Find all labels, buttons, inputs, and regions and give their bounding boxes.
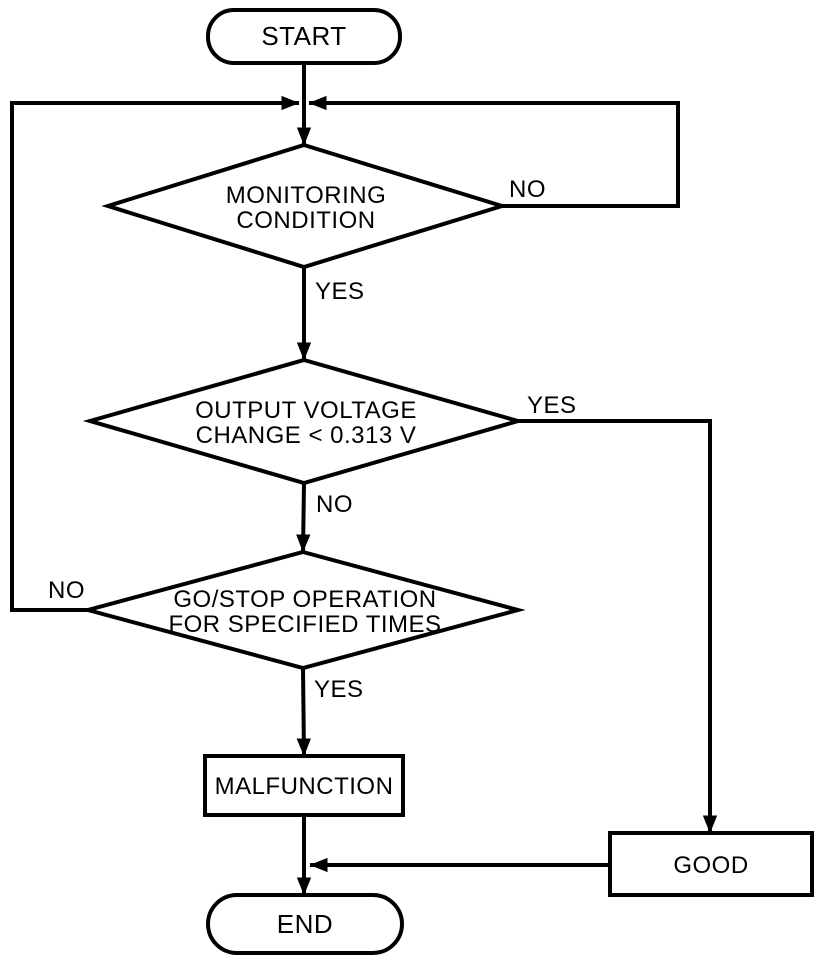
end-label: END — [277, 909, 333, 939]
go-stop-label-line1: GO/STOP OPERATION — [173, 586, 436, 613]
malfunction-label: MALFUNCTION — [215, 773, 394, 800]
monitoring-condition-diamond-shape — [101, 142, 509, 270]
output-voltage-label-line1: OUTPUT VOLTAGE — [195, 397, 417, 424]
edge-voltage-yes-to-good — [518, 419, 718, 834]
monitoring-condition-label-line1: MONITORING — [226, 182, 387, 209]
edge-label-monitoring-yes: YES — [315, 278, 365, 305]
start-label: START — [261, 21, 346, 51]
node-go-stop: GO/STOP OPERATION FOR SPECIFIED TIMES — [80, 549, 526, 671]
end-terminator-shape — [206, 893, 404, 955]
edge-gostop-no-loop — [10, 95, 300, 612]
malfunction-process-shape — [203, 754, 405, 817]
edge-voltage-no — [296, 482, 311, 553]
edge-label-monitoring-no: NO — [509, 176, 546, 203]
output-voltage-diamond-shape — [82, 357, 526, 486]
edge-label-go-stop-no: NO — [48, 577, 85, 604]
node-output-voltage: OUTPUT VOLTAGE CHANGE < 0.313 V — [82, 357, 526, 486]
output-voltage-label-line2: CHANGE < 0.313 V — [196, 422, 417, 449]
go-stop-label-line2: FOR SPECIFIED TIMES — [168, 611, 441, 638]
node-monitoring-condition: MONITORING CONDITION — [101, 142, 509, 270]
good-label: GOOD — [673, 852, 748, 879]
edge-label-go-stop-yes: YES — [314, 676, 364, 703]
edge-gostop-yes — [296, 667, 311, 757]
node-start: START — [206, 8, 402, 65]
start-terminator-shape — [206, 8, 402, 65]
node-malfunction: MALFUNCTION — [203, 754, 405, 817]
edge-monitoring-no-loop — [308, 95, 680, 208]
monitoring-condition-label-line2: CONDITION — [236, 207, 375, 234]
edge-label-voltage-yes: YES — [527, 392, 577, 419]
good-process-shape — [608, 831, 814, 897]
node-end: END — [206, 893, 404, 955]
node-good: GOOD — [608, 831, 814, 897]
go-stop-diamond-shape — [80, 549, 526, 671]
edge-label-voltage-no: NO — [316, 491, 353, 518]
